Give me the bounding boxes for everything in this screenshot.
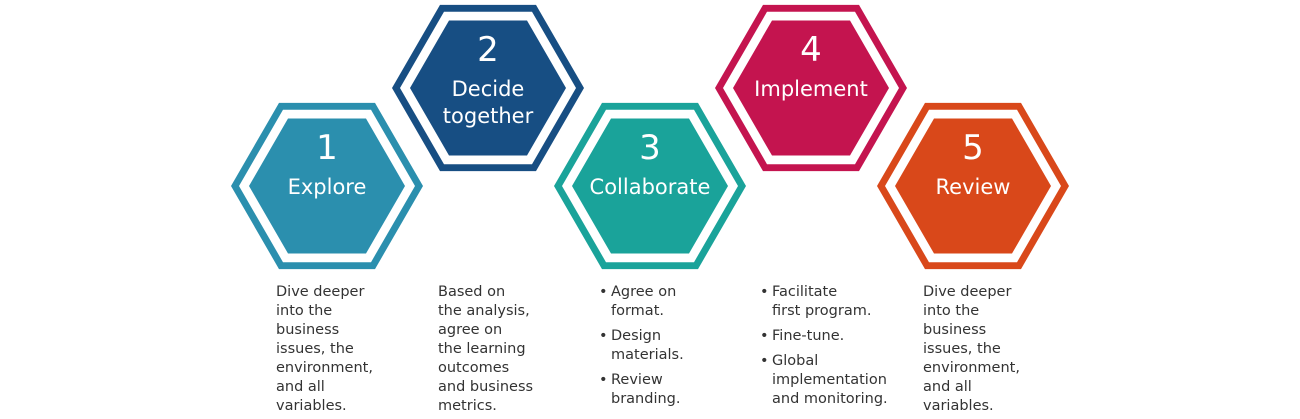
step-4-description: Facilitate first program. Fine-tune. Glo… [760, 283, 910, 415]
step-1-label: Explore [288, 175, 367, 199]
step-4-label: Implement [754, 77, 868, 101]
step-4-bullet-list: Facilitate first program. Fine-tune. Glo… [760, 283, 910, 409]
hex-inner-fill [572, 118, 728, 254]
step-3-number: 3 [639, 128, 661, 168]
step-5-description-text: Dive deeper into the business issues, th… [923, 284, 1020, 414]
step-2-description-text: Based on the analysis, agree on the lear… [438, 284, 534, 414]
step-2-label: Decide [452, 77, 525, 101]
step-3-label: Collaborate [590, 175, 711, 199]
step-2-label: together [443, 104, 534, 128]
step-5-number: 5 [962, 128, 984, 168]
step-5-description: Dive deeper into the business issues, th… [923, 283, 1073, 416]
step-1-description-text: Dive deeper into the business issues, th… [276, 284, 373, 414]
step-3-bullet: Agree on format. [599, 283, 749, 321]
step-3-bullet: Review branding. [599, 371, 749, 409]
step-3-description: Agree on format. Design materials. Revie… [599, 283, 749, 415]
step-2-number: 2 [477, 30, 499, 70]
hex-inner-fill [410, 20, 566, 156]
step-1-number: 1 [316, 128, 338, 168]
hex-inner-fill [895, 118, 1051, 254]
step-3-bullet-list: Agree on format. Design materials. Revie… [599, 283, 749, 409]
hex-inner-fill [249, 118, 405, 254]
step-4-number: 4 [800, 30, 822, 70]
step-4-bullet: Fine-tune. [760, 327, 910, 346]
step-4-bullet: Global implementation and monitoring. [760, 352, 910, 409]
hex-inner-fill [733, 20, 889, 156]
step-2-description: Based on the analysis, agree on the lear… [438, 283, 588, 416]
step-4-bullet: Facilitate first program. [760, 283, 910, 321]
step-3-bullet: Design materials. [599, 327, 749, 365]
step-1-description: Dive deeper into the business issues, th… [276, 283, 426, 416]
step-5-label: Review [936, 175, 1011, 199]
